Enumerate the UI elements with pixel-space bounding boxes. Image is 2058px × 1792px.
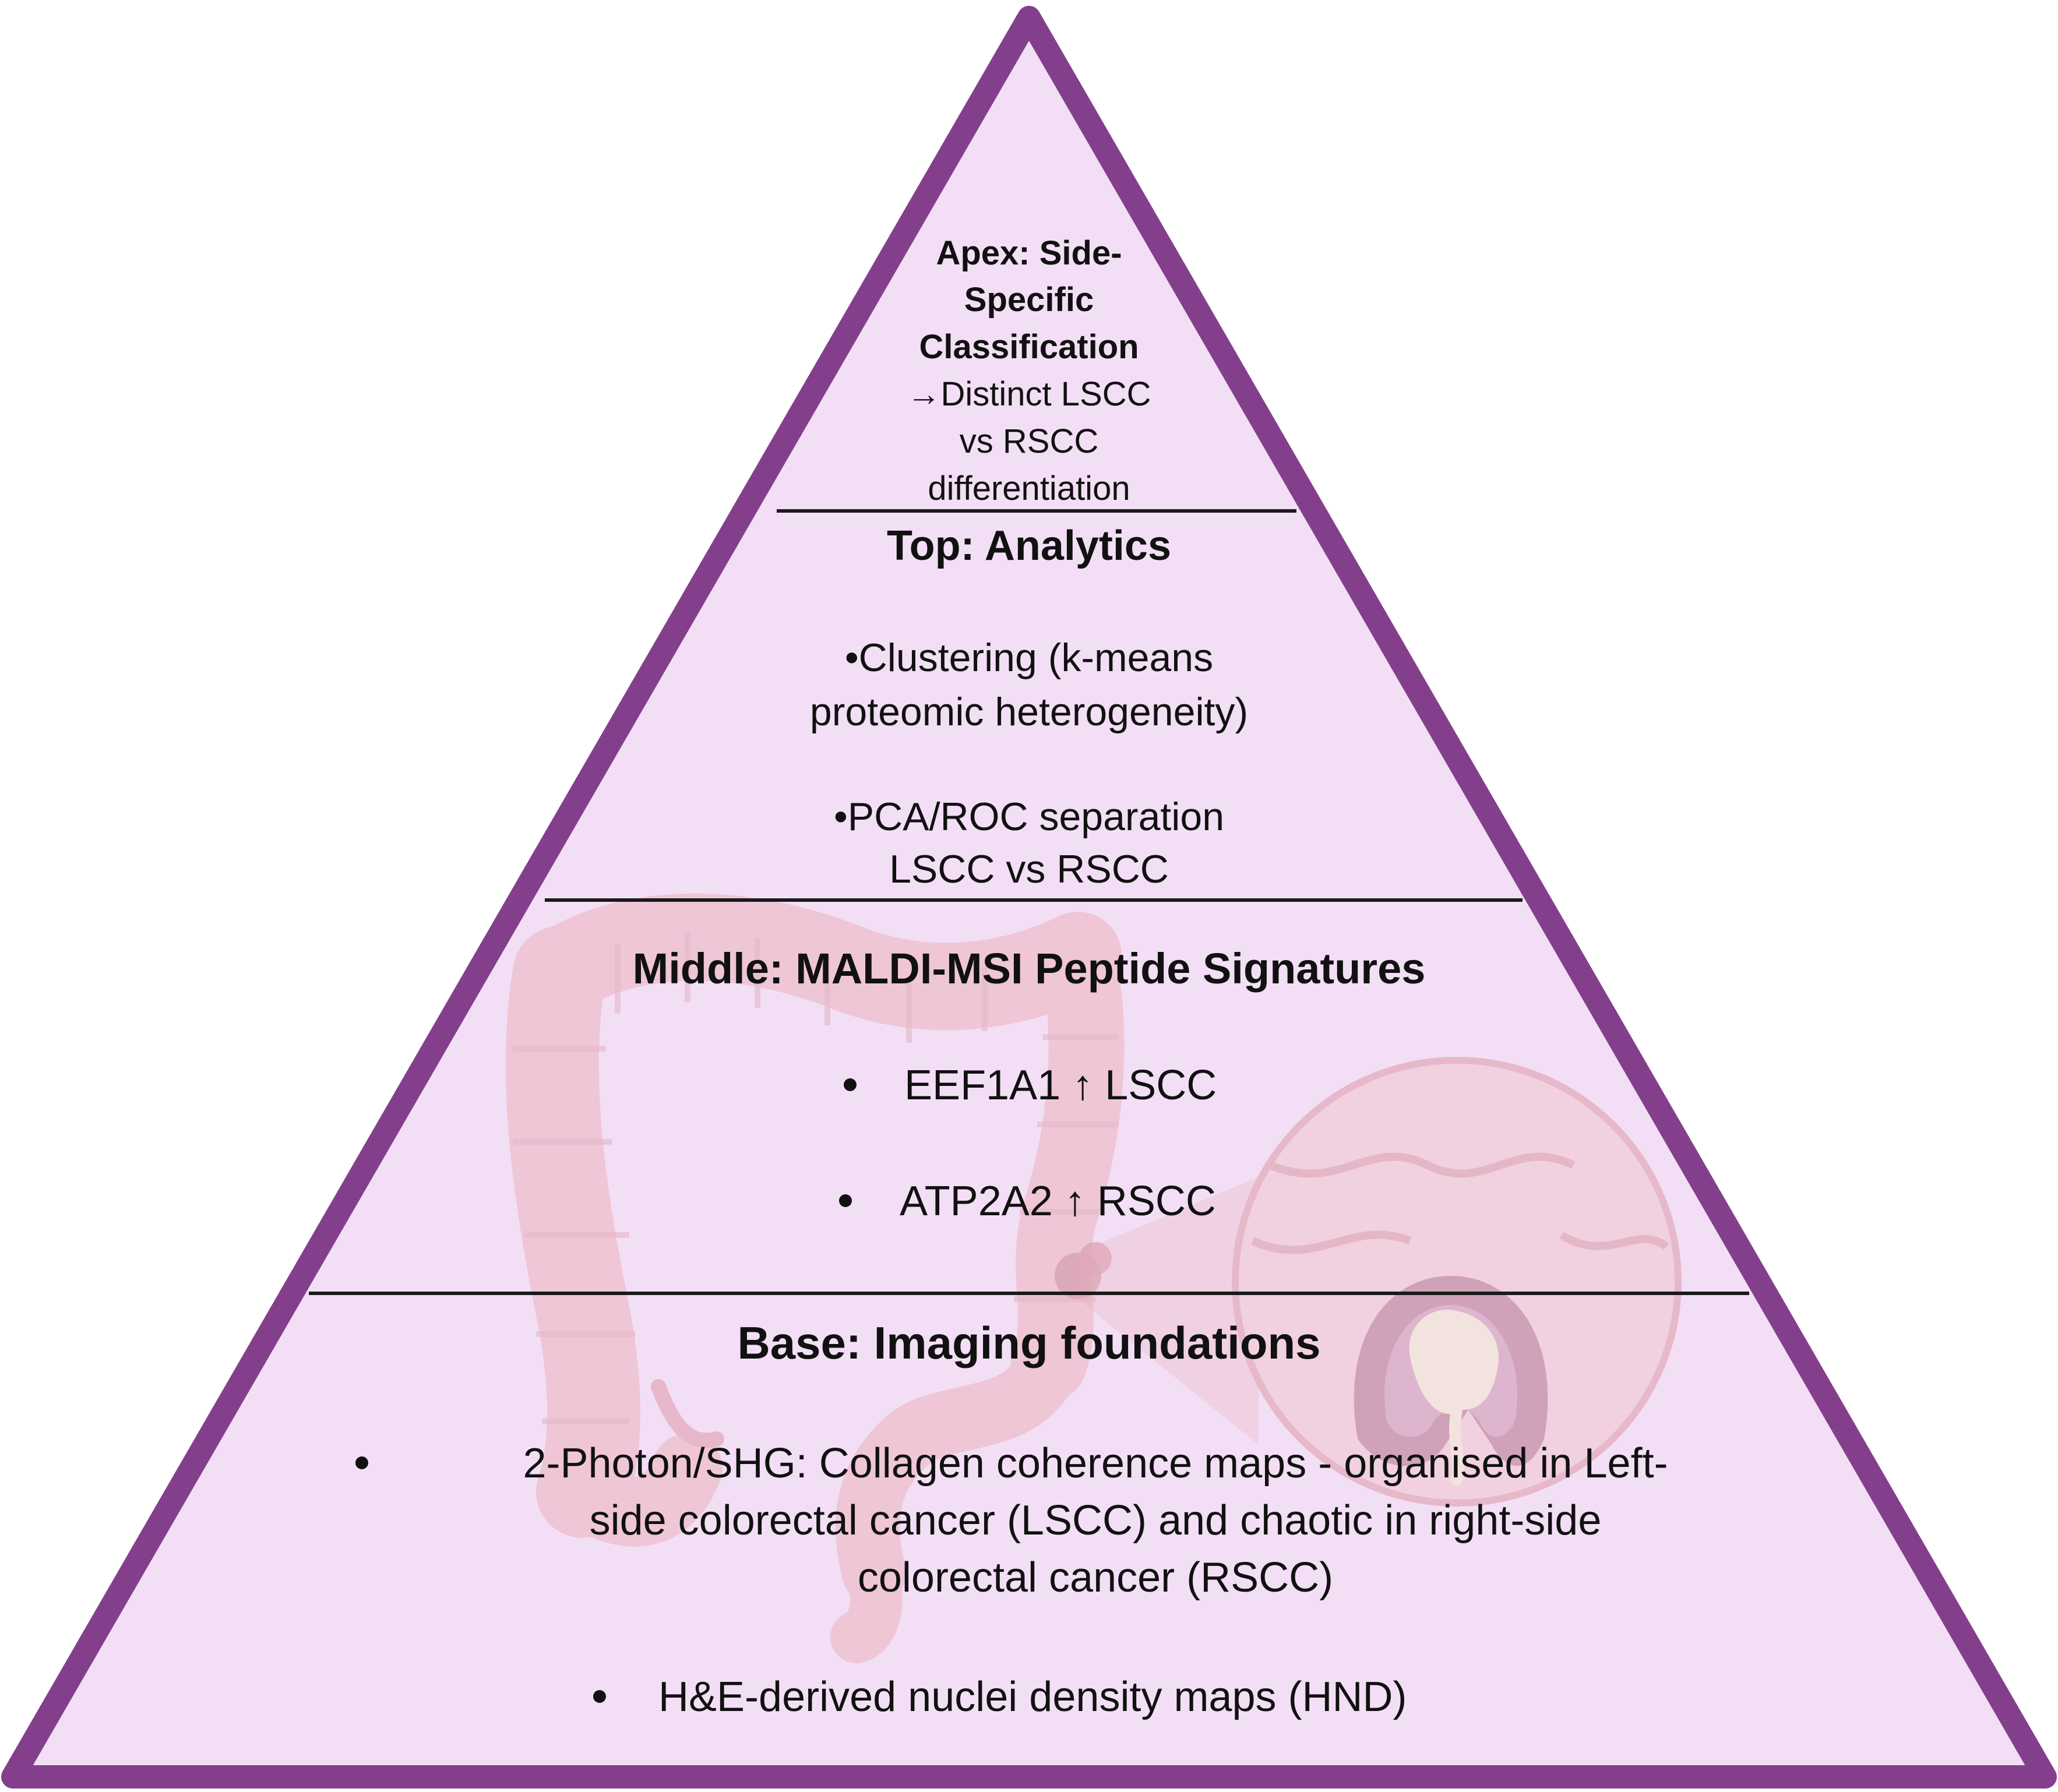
top-title: Top: Analytics [886,523,1172,569]
bullet-icon [844,1078,857,1091]
middle-item2-text: ATP2A2 ↑ RSCC [900,1178,1216,1225]
top-item1-line2: proteomic heterogeneity) [809,690,1249,734]
top-item1-line1: •Clustering (k-means [844,636,1214,680]
base-item1-line3: colorectal cancer (RSCC) [857,1554,1334,1601]
base-title: Base: Imaging foundations [737,1317,1321,1368]
apex-body-line3: differentiation [928,470,1130,507]
colon-illustration [505,893,1125,1663]
apex-title-line2: Specific [964,281,1094,319]
apex-title-line3: Classification [919,328,1139,366]
base-item1-line1: 2-Photon/SHG: Collagen coherence maps - … [523,1440,1668,1487]
middle-item1-text: EEF1A1 ↑ LSCC [904,1062,1217,1109]
apex-title-line1: Apex: Side- [936,234,1122,272]
base-item1-bullet [355,1437,368,1490]
bullet-icon [593,1689,606,1703]
apex-body-line2: vs RSCC [959,422,1099,460]
apex-body-line1: →Distinct LSCC [907,375,1151,413]
base-item2-text: H&E-derived nuclei density maps (HND) [658,1674,1407,1720]
tumor-magnifier-illustration [1078,1057,1682,1507]
bullet-icon [355,1456,368,1469]
middle-item2: ATP2A2 ↑ RSCC [839,1175,1216,1227]
base-item1-line2: side colorectal cancer (LSCC) and chaoti… [589,1497,1602,1544]
base-item2: H&E-derived nuclei density maps (HND) [593,1671,1407,1723]
top-item2-line2: LSCC vs RSCC [889,847,1169,891]
top-item2-line1: •PCA/ROC separation [833,795,1225,839]
middle-title: Middle: MALDI-MSI Peptide Signatures [632,944,1426,993]
bullet-icon [839,1194,852,1207]
middle-item1: EEF1A1 ↑ LSCC [844,1059,1217,1112]
